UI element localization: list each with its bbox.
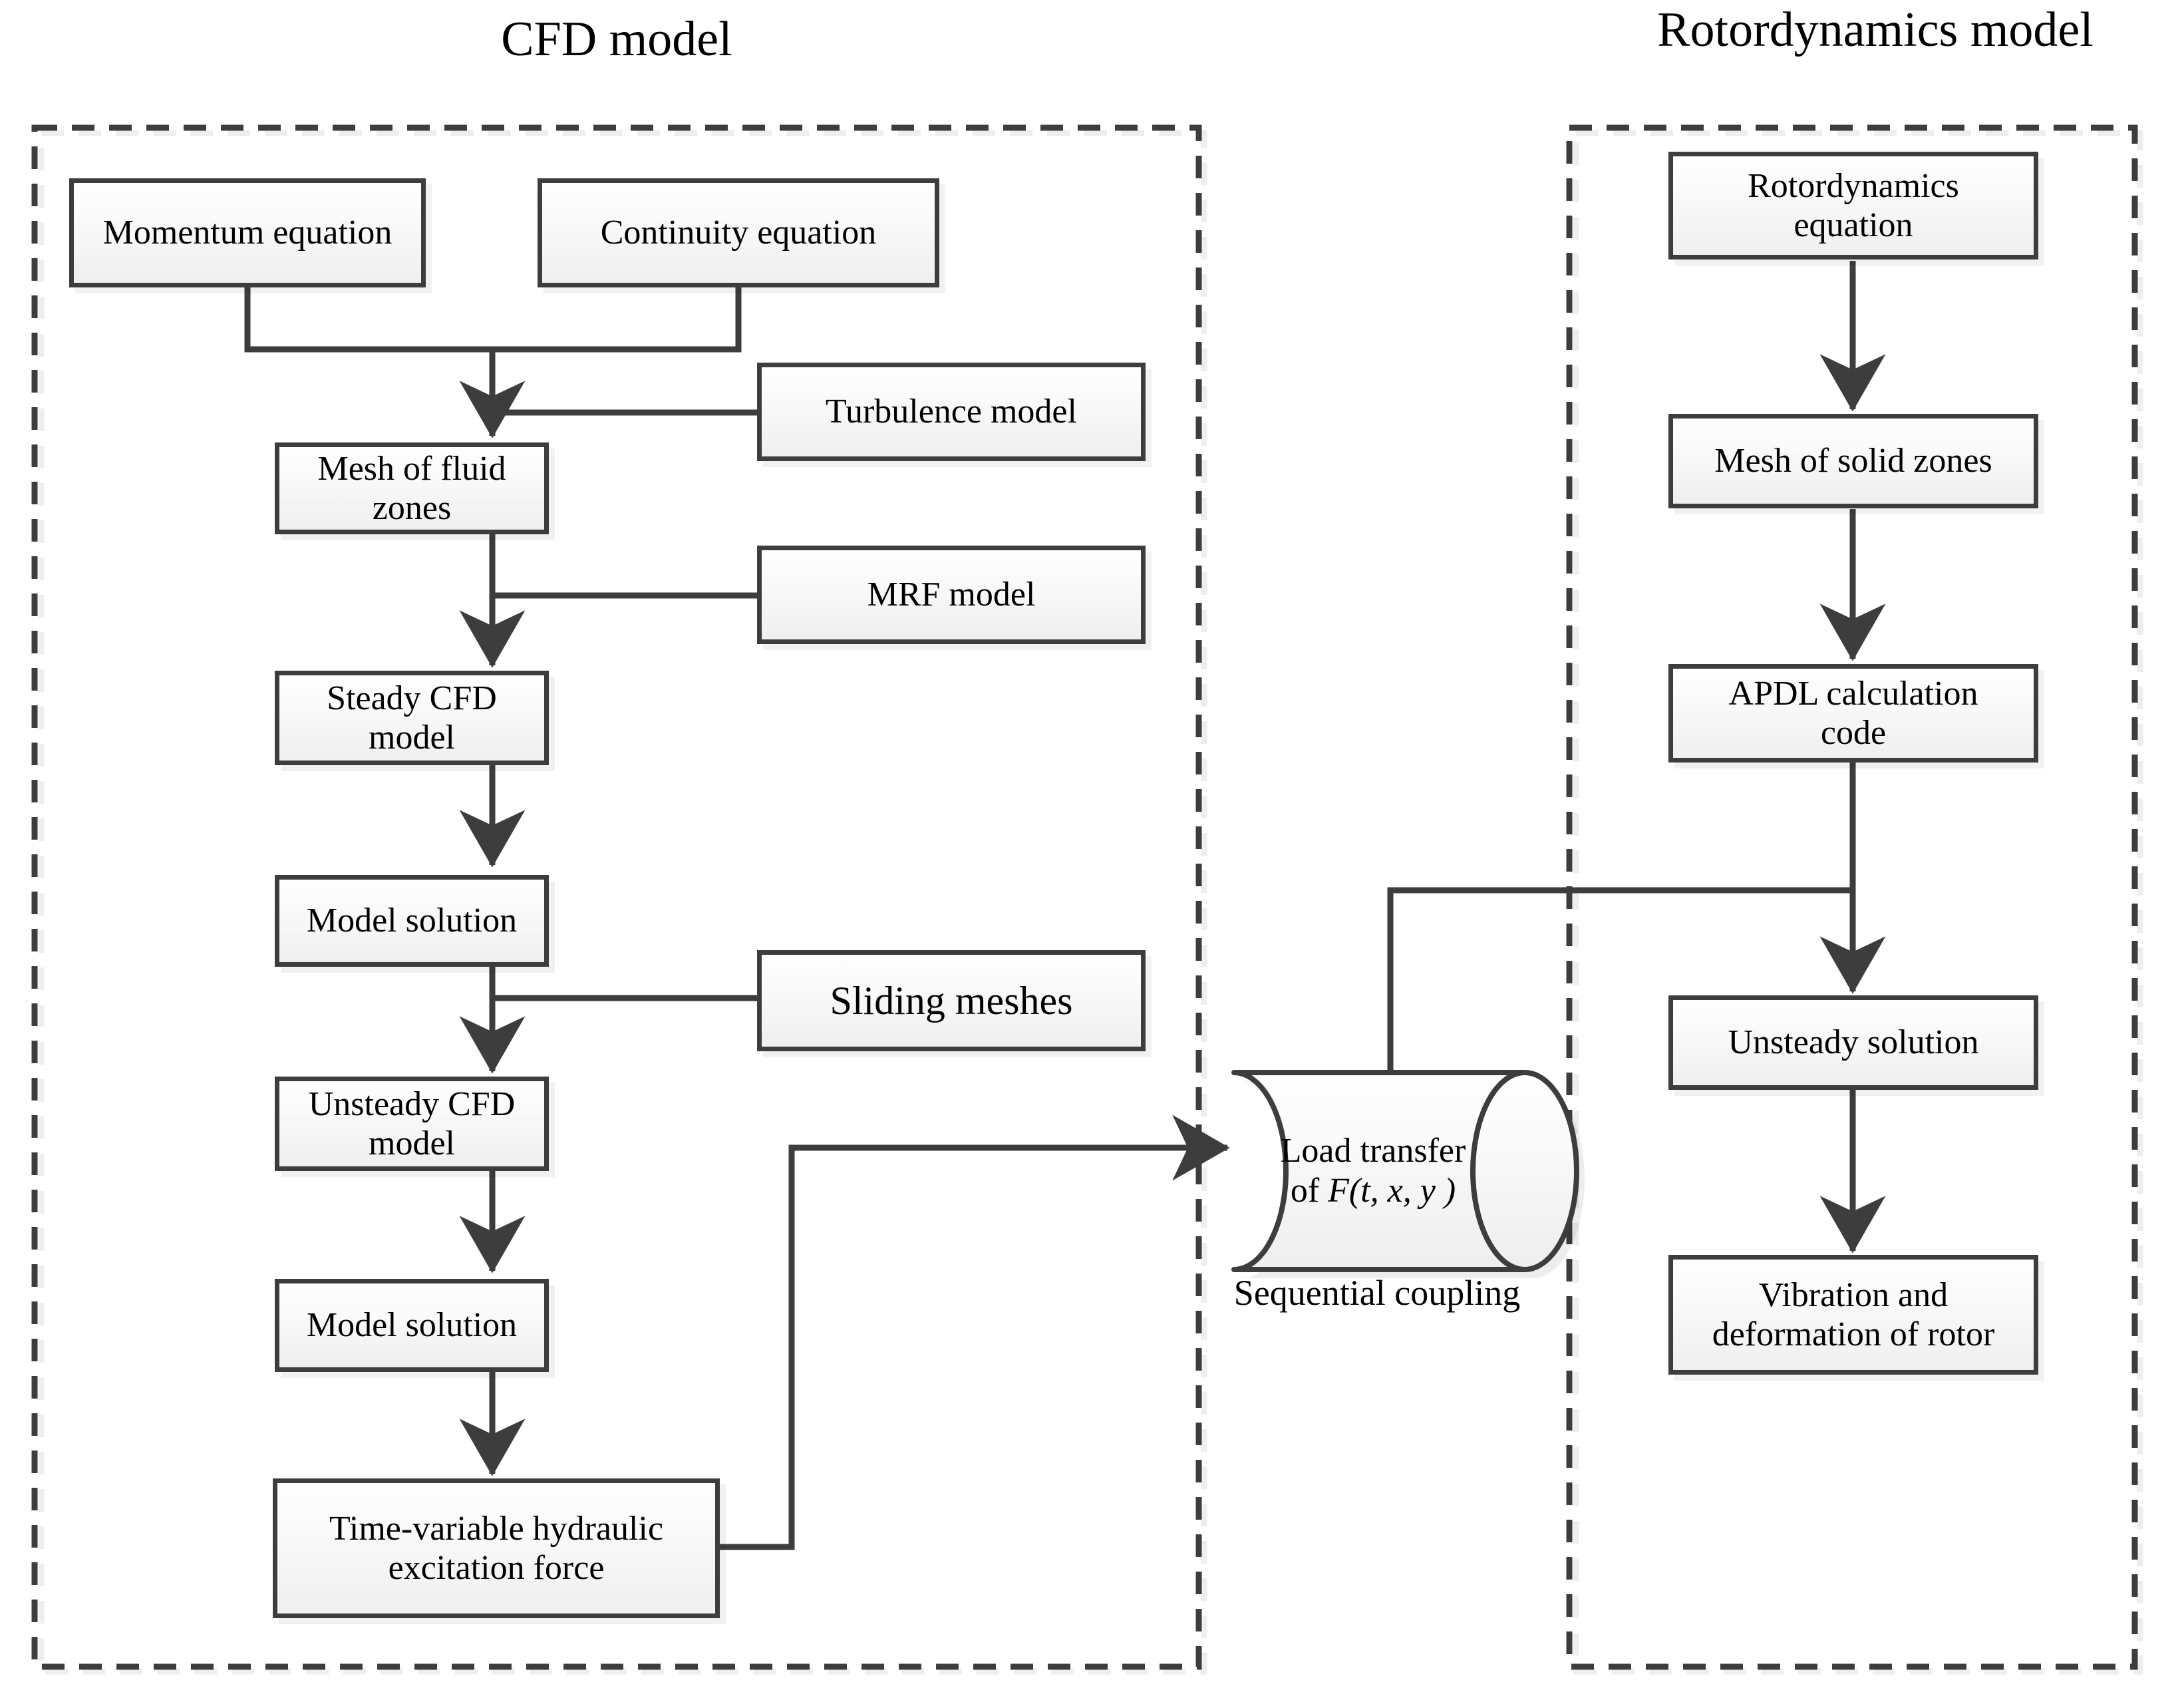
node-time-variable-hydraulic-excitation-force[interactable]: Time-variable hydraulic excitation force xyxy=(273,1478,720,1618)
node-label: Turbulence model xyxy=(826,393,1077,431)
node-unsteady-cfd-model[interactable]: Unsteady CFD model xyxy=(275,1077,549,1171)
coupling-caption: Sequential coupling xyxy=(1233,1273,1521,1313)
cfd-group-boundary xyxy=(31,124,1202,1670)
node-label: Momentum equation xyxy=(102,214,392,252)
rotordynamics-group-shadow xyxy=(1573,130,2143,1675)
connector-apdl-branch-to-coupling xyxy=(1387,887,1853,1070)
node-mesh-of-fluid-zones[interactable]: Mesh of fluid zones xyxy=(275,442,549,534)
node-label: Unsteady CFD model xyxy=(308,1085,516,1162)
node-label: Model solution xyxy=(306,1306,518,1345)
node-steady-cfd-model[interactable]: Steady CFD model xyxy=(275,671,549,765)
node-model-solution-1[interactable]: Model solution xyxy=(275,875,549,967)
node-apdl-calculation-code[interactable]: APDL calculation code xyxy=(1668,664,2038,763)
rotordynamics-group-boundary xyxy=(1566,124,2138,1670)
node-mesh-of-solid-zones[interactable]: Mesh of solid zones xyxy=(1668,414,2038,508)
connector-excitation-to-coupling xyxy=(718,1114,1230,1550)
node-label-line2: code xyxy=(1820,714,1887,752)
node-label: Sliding meshes xyxy=(830,978,1073,1023)
node-label-line1: Time-variable hydraulic xyxy=(329,1509,664,1548)
node-vibration-and-deformation-of-rotor[interactable]: Vibration and deformation of rotor xyxy=(1668,1255,2038,1375)
node-label: Steady CFD model xyxy=(327,679,497,757)
rotordynamics-group-title: Rotordynamics model xyxy=(1657,3,2094,57)
node-label-line1: APDL calculation xyxy=(1728,674,1978,713)
node-unsteady-solution[interactable]: Unsteady solution xyxy=(1668,995,2038,1090)
cfd-group-shadow xyxy=(38,130,1207,1675)
cfd-group-title: CFD model xyxy=(501,12,732,67)
node-model-solution-2[interactable]: Model solution xyxy=(275,1279,549,1372)
node-label: Continuity equation xyxy=(600,214,877,252)
node-label-line1: Vibration and xyxy=(1758,1276,1949,1314)
node-label: Model solution xyxy=(306,902,518,940)
load-transfer-cylinder xyxy=(1231,1070,1579,1272)
node-label: Mesh of solid zones xyxy=(1714,442,1992,480)
node-continuity-equation[interactable]: Continuity equation xyxy=(538,178,939,287)
node-turbulence-model[interactable]: Turbulence model xyxy=(757,363,1146,461)
node-label: Mesh of fluid zones xyxy=(317,449,506,527)
node-label-line2: excitation force xyxy=(388,1549,605,1587)
node-label-line2: equation xyxy=(1794,206,1913,244)
node-label: MRF model xyxy=(867,576,1036,614)
connector-continuity-merge xyxy=(492,287,742,353)
connector-momentum-merge xyxy=(244,287,492,353)
node-sliding-meshes[interactable]: Sliding meshes xyxy=(757,950,1146,1051)
node-mrf-model[interactable]: MRF model xyxy=(757,546,1146,644)
node-label-line1: Rotordynamics xyxy=(1748,166,1959,205)
node-label-line2: deformation of rotor xyxy=(1712,1315,1995,1353)
node-momentum-equation[interactable]: Momentum equation xyxy=(69,178,426,287)
node-label: Unsteady solution xyxy=(1728,1023,1979,1062)
node-rotordynamics-equation[interactable]: Rotordynamics equation xyxy=(1668,152,2038,259)
